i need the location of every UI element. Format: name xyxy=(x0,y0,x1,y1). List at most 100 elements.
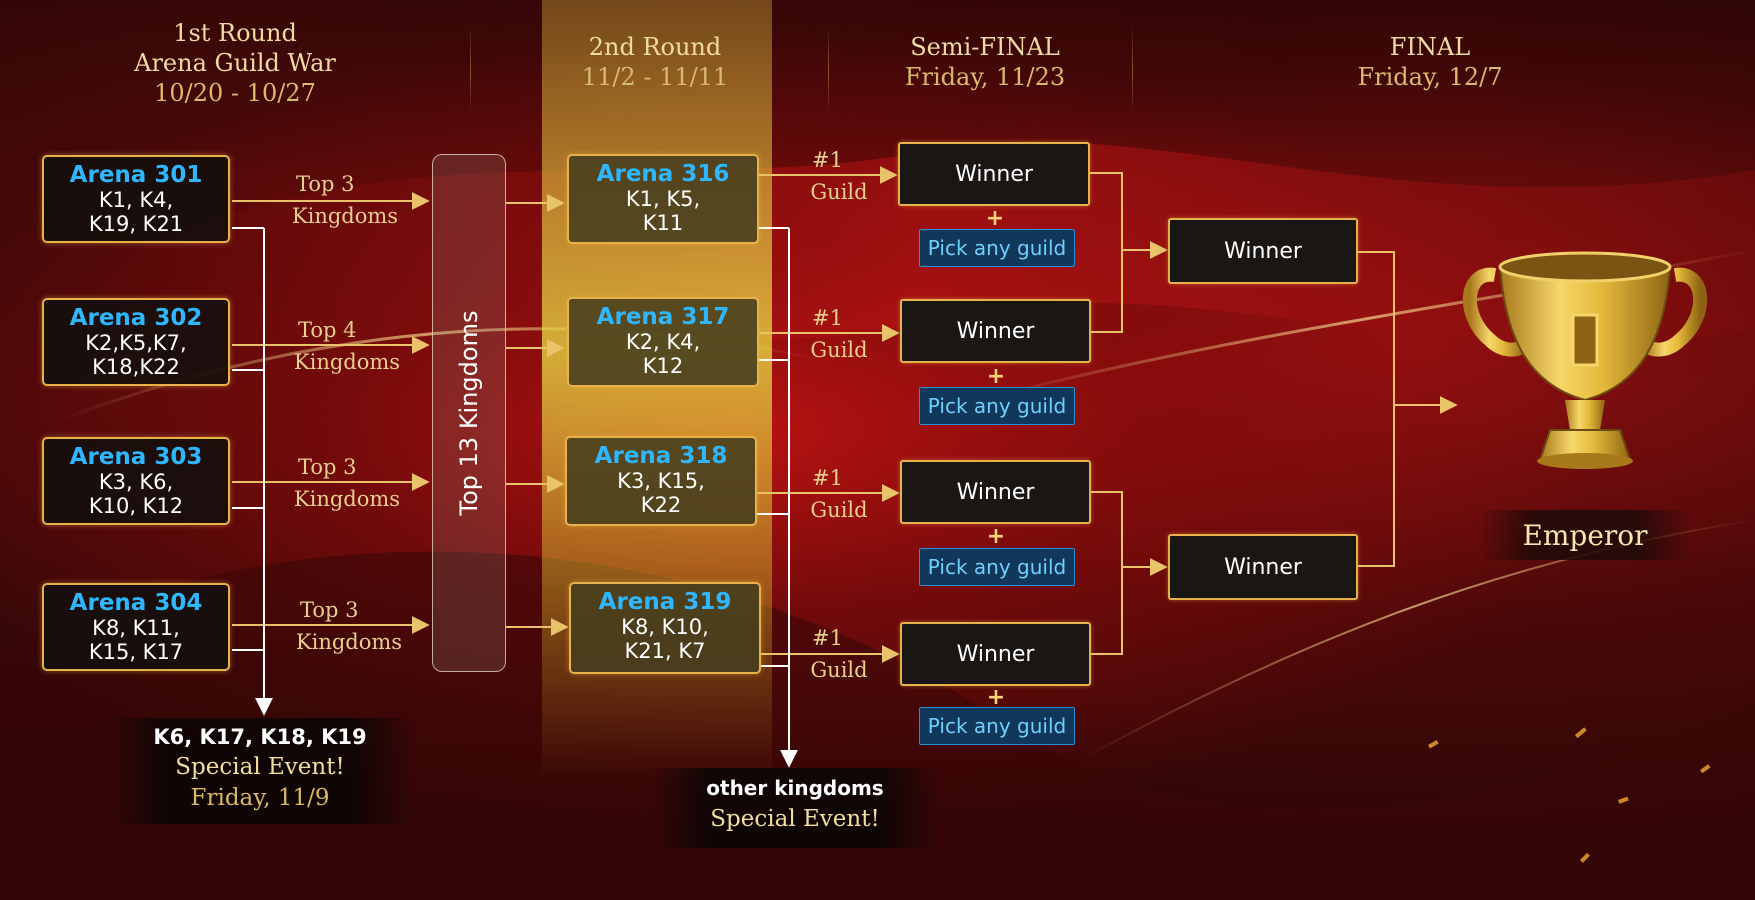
pick-label: Pick any guild xyxy=(927,236,1067,260)
final-title: FINAL Friday, 12/7 xyxy=(1315,32,1545,92)
final-winner-box: Winner xyxy=(1168,534,1358,600)
advance-label: Top 3 Kingdoms xyxy=(284,594,414,658)
advance-count: Top 4 xyxy=(298,318,357,342)
final-title-line1: FINAL xyxy=(1389,33,1471,61)
arena-name: Arena 318 xyxy=(594,443,728,469)
arena-317-box: Arena 317 K2, K4, K12 xyxy=(567,297,759,387)
advance-count: #1 xyxy=(812,466,843,490)
round1-dates: 10/20 - 10/27 xyxy=(154,79,316,107)
event-plate xyxy=(105,718,415,824)
emperor-text: Emperor xyxy=(1522,518,1648,552)
round2-title-line1: 2nd Round xyxy=(588,33,722,61)
advance-unit: Kingdoms xyxy=(291,204,399,228)
advance-count: Top 3 xyxy=(298,455,357,479)
semifinal-winner-box: Winner xyxy=(898,142,1090,206)
advance-unit: Guild xyxy=(810,338,868,362)
champion-label: Emperor xyxy=(1480,510,1690,560)
arena-kingdoms: K8, K11, K15, K17 xyxy=(88,616,184,664)
plus-icon: + xyxy=(986,524,1006,549)
winner-label: Winner xyxy=(956,479,1035,505)
advance-label: #1 Guild xyxy=(804,462,874,526)
advance-label: Top 4 Kingdoms xyxy=(282,314,412,378)
arena-304-box: Arena 304 K8, K11, K15, K17 xyxy=(42,583,230,671)
advance-unit: Guild xyxy=(810,658,868,682)
event-plate xyxy=(650,768,940,848)
plus-icon: + xyxy=(985,206,1005,231)
winner-label: Winner xyxy=(956,641,1035,667)
column-divider xyxy=(470,25,471,115)
top-kingdoms-pool: Top 13 Kingdoms xyxy=(432,154,506,672)
arena-302-box: Arena 302 K2,K5,K7, K18,K22 xyxy=(42,298,230,386)
advance-label: #1 Guild xyxy=(804,144,874,208)
arena-kingdoms: K1, K5, K11 xyxy=(625,187,701,235)
final-winner-box: Winner xyxy=(1168,218,1358,284)
advance-label: Top 3 Kingdoms xyxy=(282,451,412,515)
arena-name: Arena 302 xyxy=(69,305,203,331)
arena-303-box: Arena 303 K3, K6, K10, K12 xyxy=(42,437,230,525)
arena-name: Arena 316 xyxy=(596,161,730,187)
arena-kingdoms: K8, K10, K21, K7 xyxy=(621,615,709,663)
pick-label: Pick any guild xyxy=(927,394,1067,418)
column-divider xyxy=(828,25,829,115)
event-kingdoms: K6, K17, K18, K19 xyxy=(153,725,367,749)
advance-unit: Kingdoms xyxy=(293,350,401,374)
arena-kingdoms: K2,K5,K7, K18,K22 xyxy=(85,331,187,379)
winner-label: Winner xyxy=(1224,554,1302,580)
arena-301-box: Arena 301 K1, K4, K19, K21 xyxy=(42,155,230,243)
plus-icon: + xyxy=(986,364,1006,389)
advance-count: #1 xyxy=(812,148,843,172)
advance-count: Top 3 xyxy=(300,598,359,622)
pick-any-guild-box: Pick any guild xyxy=(919,387,1075,425)
round1-title-line2: Arena Guild War xyxy=(134,49,336,77)
arena-kingdoms: K2, K4, K12 xyxy=(625,330,701,378)
round2-dates: 11/2 - 11/11 xyxy=(581,63,729,91)
advance-count: #1 xyxy=(812,626,843,650)
arena-kingdoms: K1, K4, K19, K21 xyxy=(88,188,184,236)
winner-label: Winner xyxy=(955,161,1033,187)
pick-any-guild-box: Pick any guild xyxy=(919,707,1075,745)
event-kingdoms: other kingdoms xyxy=(706,776,884,800)
event-title: Special Event! xyxy=(175,754,345,780)
advance-count: Top 3 xyxy=(296,172,355,196)
plus-icon: + xyxy=(986,685,1006,710)
arena-name: Arena 301 xyxy=(69,162,203,188)
column-divider xyxy=(1132,25,1133,115)
semifinal-winner-box: Winner xyxy=(900,299,1091,363)
advance-unit: Guild xyxy=(810,498,868,522)
event-date: Friday, 11/9 xyxy=(190,785,330,811)
advance-label: #1 Guild xyxy=(804,622,874,686)
semifinal-winner-box: Winner xyxy=(900,460,1091,524)
arena-316-box: Arena 316 K1, K5, K11 xyxy=(567,154,759,244)
semifinal-title: Semi-FINAL Friday, 11/23 xyxy=(870,32,1100,92)
pick-any-guild-box: Pick any guild xyxy=(919,548,1075,586)
event-title: Special Event! xyxy=(710,806,880,832)
pick-any-guild-box: Pick any guild xyxy=(919,229,1075,267)
semifinal-title-line1: Semi-FINAL xyxy=(910,33,1060,61)
round2-special-event: other kingdoms Special Event! xyxy=(660,772,930,834)
advance-label: Top 3 Kingdoms xyxy=(280,168,410,232)
semifinal-date: Friday, 11/23 xyxy=(904,63,1066,91)
winner-label: Winner xyxy=(1224,238,1302,264)
trophy-icon xyxy=(1462,251,1708,469)
final-date: Friday, 12/7 xyxy=(1357,63,1503,91)
pick-label: Pick any guild xyxy=(927,714,1067,738)
advance-unit: Guild xyxy=(810,180,868,204)
advance-unit: Kingdoms xyxy=(295,630,403,654)
arena-kingdoms: K3, K6, K10, K12 xyxy=(88,470,184,518)
advance-count: #1 xyxy=(812,306,843,330)
arena-name: Arena 304 xyxy=(69,590,203,616)
round1-title-line1: 1st Round xyxy=(173,19,297,47)
winner-label: Winner xyxy=(956,318,1035,344)
round2-title: 2nd Round 11/2 - 11/11 xyxy=(540,32,770,92)
arena-319-box: Arena 319 K8, K10, K21, K7 xyxy=(569,582,761,674)
pool-label: Top 13 Kingdoms xyxy=(455,310,483,516)
pick-label: Pick any guild xyxy=(927,555,1067,579)
advance-unit: Kingdoms xyxy=(293,487,401,511)
round1-title: 1st Round Arena Guild War 10/20 - 10/27 xyxy=(100,18,370,108)
arena-318-box: Arena 318 K3, K15, K22 xyxy=(565,436,757,526)
arena-kingdoms: K3, K15, K22 xyxy=(617,469,705,517)
semifinal-winner-box: Winner xyxy=(900,622,1091,686)
